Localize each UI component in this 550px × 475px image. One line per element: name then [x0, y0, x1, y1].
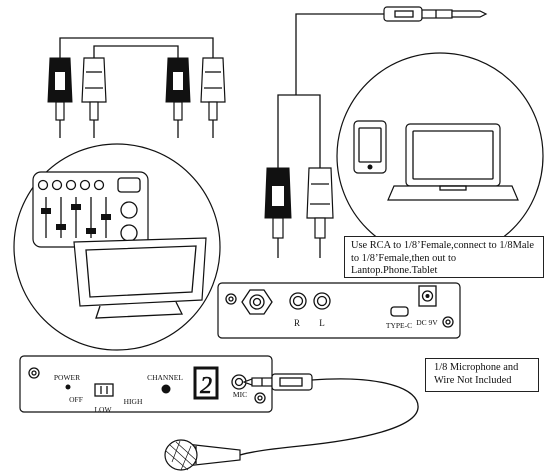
label-low: LOW	[94, 405, 112, 414]
channel-number: 2	[200, 373, 212, 399]
rca-port-right	[289, 292, 307, 310]
label-off: OFF	[69, 395, 83, 404]
channel-display: 2	[193, 366, 219, 400]
dc-power-port	[418, 285, 437, 307]
label-mic: MIC	[233, 390, 247, 399]
devices-circle	[336, 52, 544, 260]
mixer-with-monitor-icon	[13, 143, 221, 351]
power-switch	[94, 383, 114, 397]
label-dc-9v: DC 9V	[416, 318, 438, 327]
label-high: HIGH	[124, 397, 143, 406]
rca-port-left	[313, 292, 331, 310]
audio-jack-plug-icon	[295, 6, 488, 95]
jack-port	[241, 289, 273, 315]
rca-plug-white-left	[81, 57, 107, 138]
mic-cable	[239, 373, 419, 456]
label-channel: CHANNEL	[147, 373, 183, 382]
mixer-knobs	[37, 179, 105, 191]
rca-plug-black-right	[165, 57, 191, 138]
rca-to-jack-y-cable	[264, 94, 334, 258]
laptop-icon	[387, 123, 519, 201]
mixer-faders	[41, 197, 111, 238]
smartphone-icon	[353, 120, 387, 174]
power-led	[65, 384, 71, 390]
connection-note: Use RCA to 1/8’Female,connect to 1/8Male…	[344, 236, 544, 278]
label-r: R	[294, 318, 300, 328]
rca-plug-white-right	[200, 57, 226, 138]
label-l: L	[319, 318, 325, 328]
rca-plug-black-center	[264, 167, 292, 258]
transmitter-panel: POWER OFF LOW HIGH CHANNEL 2 MIC	[19, 355, 273, 414]
monitor	[73, 237, 207, 319]
channel-button	[161, 384, 171, 394]
rca-plug-black-left	[47, 57, 73, 138]
type-c-port	[390, 306, 409, 317]
rca-cable-top	[47, 37, 226, 138]
receiver-panel: R L TYPE-C DC 9V	[217, 282, 461, 339]
rca-plug-white-center	[306, 167, 334, 258]
mic-note: 1/8 Microphone and Wire Not Included	[425, 358, 539, 392]
label-type-c: TYPE-C	[386, 321, 412, 330]
label-power: POWER	[54, 373, 80, 382]
microphone-icon	[164, 439, 241, 471]
